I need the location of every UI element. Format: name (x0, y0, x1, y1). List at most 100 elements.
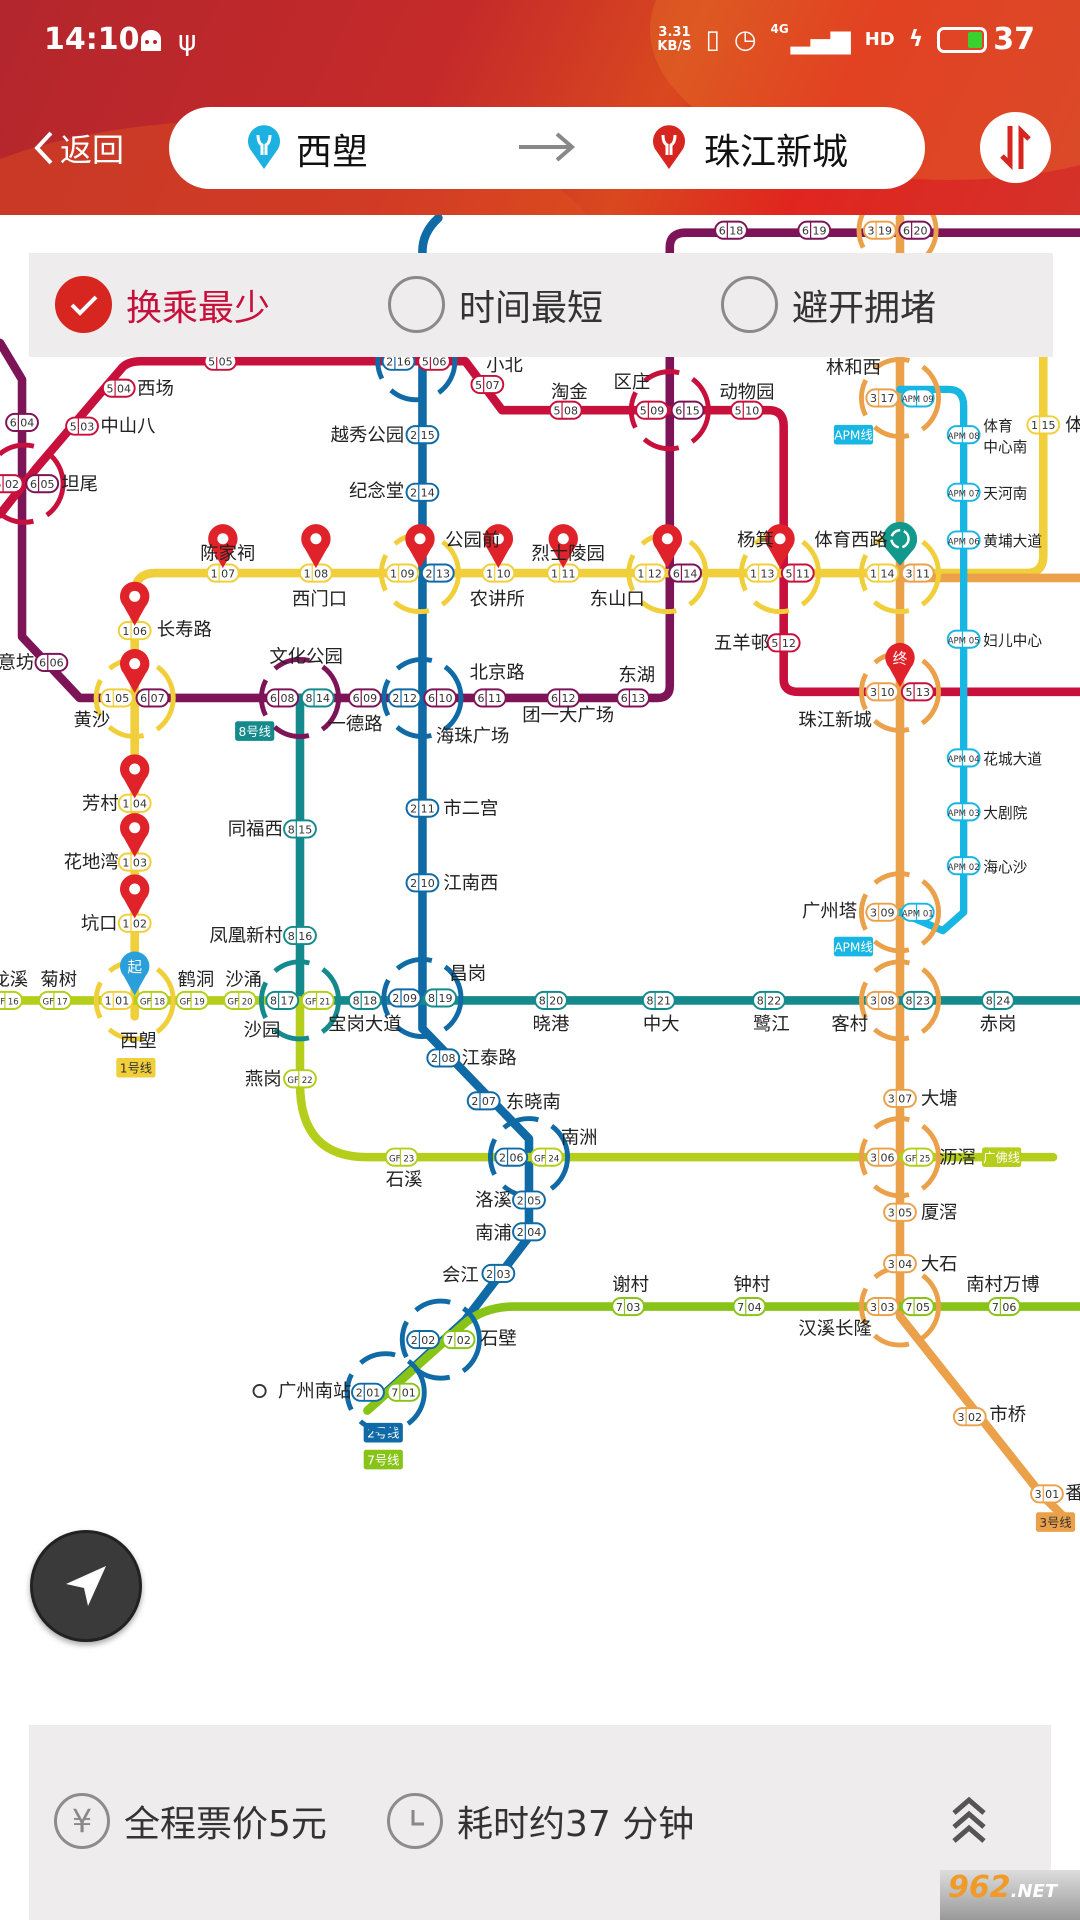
station-label[interactable]: 沥滘 (939, 1147, 976, 1168)
station-code-badge: 2 10 (405, 873, 440, 893)
station-label[interactable]: 沙园 (244, 1020, 281, 1041)
station-label[interactable]: 南浦 (475, 1223, 512, 1244)
station-label[interactable]: 宝岗大道 (328, 1014, 401, 1035)
station-label[interactable]: 燕岗 (245, 1069, 282, 1090)
station-label[interactable]: 广州南站 (278, 1381, 351, 1402)
station-label[interactable]: 北京路 (470, 662, 525, 683)
station-label[interactable]: 大石 (921, 1254, 958, 1275)
station-label[interactable]: 客村 (831, 1014, 868, 1035)
station-label[interactable]: 中大 (643, 1014, 680, 1035)
station-label[interactable]: 南村万博 (966, 1275, 1039, 1296)
station-code-badge: 6 05 (25, 474, 60, 494)
station-label[interactable]: 会江 (442, 1265, 479, 1286)
station-label[interactable]: 林和西 (826, 357, 881, 378)
station-label[interactable]: 西塱 (120, 1031, 157, 1052)
station-label[interactable]: 五羊邨 (714, 633, 769, 654)
station-label[interactable]: 陈家祠 (200, 544, 255, 565)
station-label[interactable]: 沙涌 (225, 970, 262, 991)
station-label[interactable]: 汉溪长隆 (798, 1319, 871, 1340)
station-label[interactable]: 鹭江 (753, 1014, 790, 1035)
route-summary-panel[interactable]: ¥ 全程票价5元 耗时约37 分钟 (29, 1725, 1051, 1920)
station-label[interactable]: 烈士陵园 (531, 544, 604, 565)
station-label[interactable]: 体育西路 (814, 530, 887, 551)
station-label[interactable]: 钟村 (733, 1275, 770, 1296)
station-label[interactable]: 如意坊 (0, 653, 34, 674)
station-label[interactable]: 动物园 (719, 382, 774, 403)
station-code-badge: 1 09 (385, 563, 420, 583)
station-label[interactable]: 区庄 (613, 372, 650, 393)
station-label[interactable]: 晓港 (533, 1014, 570, 1035)
station-label[interactable]: 昌岗 (449, 964, 486, 985)
station-label[interactable]: 杨箕 (737, 530, 774, 551)
station-label[interactable]: 龙溪 (0, 970, 28, 991)
to-station[interactable]: 珠江新城 (704, 132, 849, 173)
station-label[interactable]: 南洲 (561, 1128, 598, 1149)
option-avoid-crowds[interactable]: 避开拥堵 (721, 276, 936, 333)
station-label[interactable]: 同福西 (228, 819, 283, 840)
station-label[interactable]: 长寿路 (157, 620, 212, 641)
option-fewest-transfers[interactable]: 换乘最少 (55, 276, 270, 333)
battery-icon (937, 26, 988, 53)
station-label[interactable]: 菊树 (40, 970, 77, 991)
station-label[interactable]: 海珠广场 (436, 726, 509, 747)
station-label[interactable]: 体育中心南 (983, 418, 1027, 456)
station-label[interactable]: 厦滘 (921, 1202, 958, 1223)
from-station[interactable]: 西塱 (296, 132, 369, 173)
station-code-badge: 2 14 (405, 482, 440, 502)
station-label[interactable]: 东湖 (618, 665, 655, 686)
station-label[interactable]: 纪念堂 (349, 480, 404, 502)
station-label[interactable]: 坑口 (81, 913, 118, 934)
station-label[interactable]: 江泰路 (462, 1048, 517, 1069)
station-code-badge: 1 01 (100, 990, 134, 1010)
station-label[interactable]: 天河南 (983, 485, 1027, 502)
station-code-badge: 5 08 (548, 400, 583, 420)
station-label[interactable]: 小北 (486, 355, 523, 376)
station-code-badge: 3 07 (883, 1088, 917, 1108)
station-label[interactable]: 江南西 (443, 873, 498, 894)
station-label[interactable]: 体育中心 (1065, 415, 1080, 436)
station-label[interactable]: 淘金 (551, 382, 588, 403)
locate-button[interactable] (30, 1530, 142, 1642)
expand-up-icon[interactable] (949, 1795, 989, 1845)
station-label[interactable]: 西场 (137, 378, 174, 399)
option-shortest-time[interactable]: 时间最短 (388, 276, 603, 333)
station-label[interactable]: 海心沙 (983, 859, 1027, 876)
station-label[interactable]: 大剧院 (983, 804, 1027, 822)
station-label[interactable]: 谢村 (612, 1275, 649, 1296)
station-label[interactable]: 西门口 (292, 589, 347, 610)
station-label[interactable]: 花地湾 (64, 852, 119, 873)
back-button[interactable]: 返回 (32, 125, 124, 171)
station-label[interactable]: 坦尾 (61, 474, 98, 495)
station-label[interactable]: 妇儿中心 (983, 632, 1042, 649)
station-label[interactable]: 市桥 (989, 1404, 1026, 1425)
station-label[interactable]: 鹤洞 (178, 970, 215, 991)
line-2 (377, 213, 534, 1401)
station-label[interactable]: 花城大道 (983, 751, 1042, 768)
station-label[interactable]: 市二宫 (443, 798, 498, 819)
station-label[interactable]: 石壁 (480, 1328, 517, 1349)
station-label[interactable]: 中山八 (100, 416, 155, 437)
station-label[interactable]: 赤岗 (980, 1014, 1017, 1035)
station-label[interactable]: 越秀公园 (331, 425, 404, 446)
station-label[interactable]: 团一大广场 (522, 705, 614, 726)
station-label[interactable]: 石溪 (386, 1169, 423, 1190)
station-label[interactable]: 凤凰新村 (209, 926, 282, 947)
station-label[interactable]: 公园前 (445, 530, 500, 551)
station-label[interactable]: 大塘 (921, 1088, 958, 1109)
station-label[interactable]: 珠江新城 (798, 710, 871, 731)
station-label[interactable]: 芳村 (82, 793, 119, 814)
station-label[interactable]: 广州塔 (802, 901, 857, 922)
station-label[interactable]: 黄埔大道 (983, 533, 1042, 550)
station-label[interactable]: 文化公园 (269, 646, 342, 667)
swap-stations-button[interactable] (980, 112, 1051, 183)
station-label[interactable]: 一德路 (328, 714, 383, 735)
station-label[interactable]: 农讲所 (470, 589, 525, 610)
line-tag: 8号线 (235, 721, 275, 741)
station-label[interactable]: 东晓南 (506, 1092, 561, 1113)
station-label[interactable]: 洛溪 (475, 1190, 512, 1211)
route-search-bar[interactable]: 西塱 珠江新城 (169, 107, 925, 189)
station-label[interactable]: 番禺广场 (1065, 1483, 1080, 1504)
station-label[interactable]: 黄沙 (73, 710, 110, 731)
station-label[interactable]: 东山口 (590, 589, 645, 610)
